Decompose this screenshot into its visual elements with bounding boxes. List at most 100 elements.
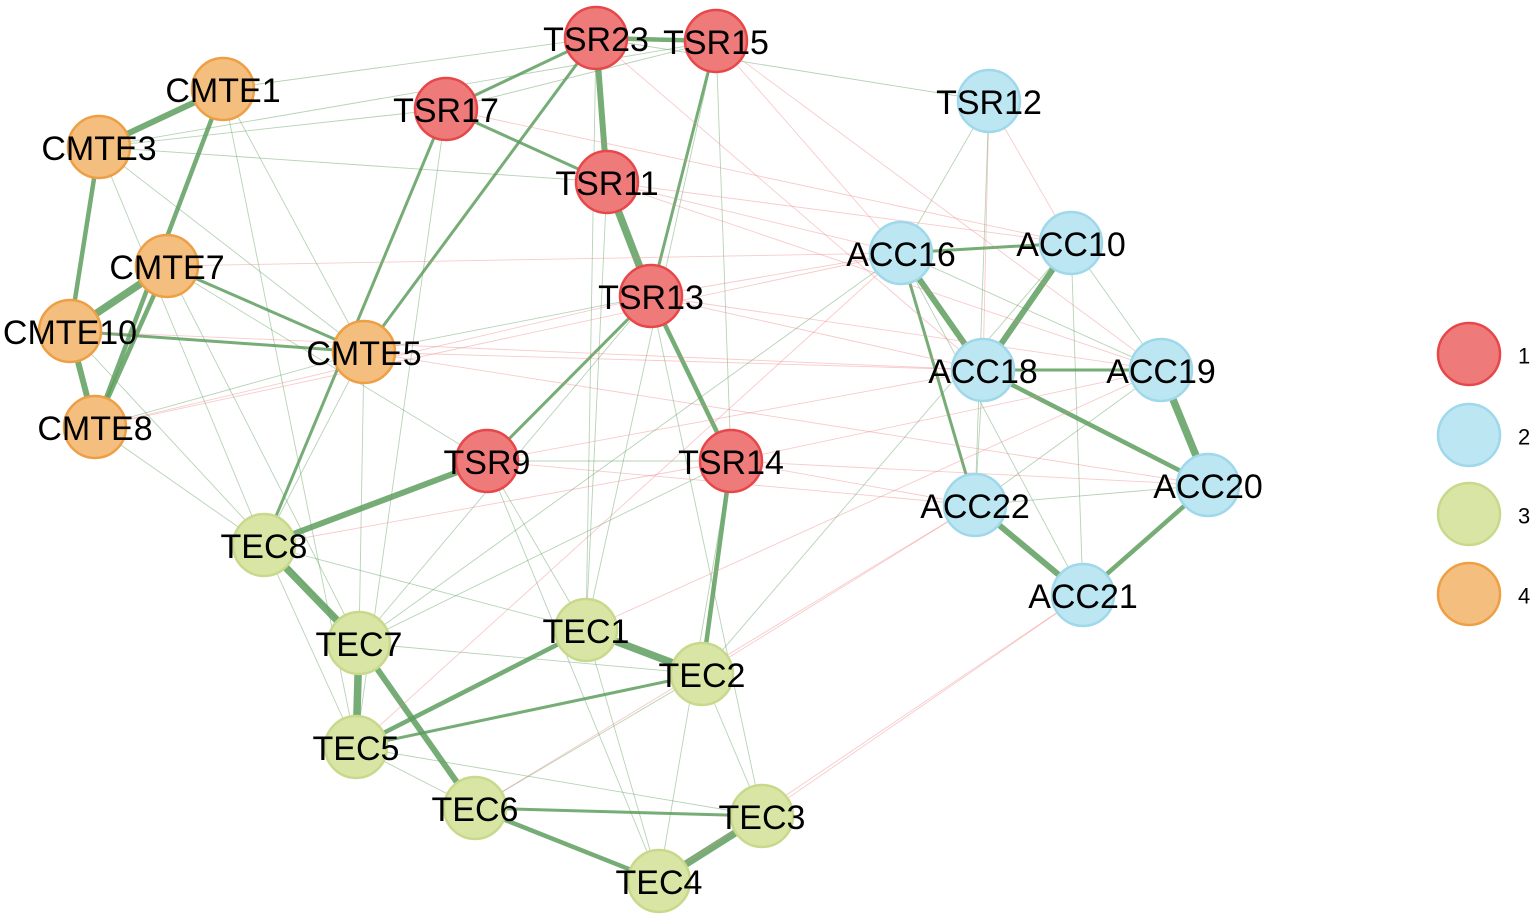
edge-tsr15-tsr14 — [715, 40, 732, 462]
edge-cmte8-tec8 — [94, 426, 265, 546]
edge-tsr17-cmte3 — [98, 108, 447, 148]
node-label: TEC4 — [616, 864, 703, 902]
edge-tsr13-acc19 — [650, 295, 1162, 371]
node-acc19: ACC19 — [1106, 337, 1216, 403]
node-circle — [62, 394, 128, 460]
node-cmte1: CMTE1 — [165, 56, 281, 122]
edge-tec5-tec3 — [355, 746, 763, 817]
edge-tsr9-tec1 — [486, 460, 587, 631]
node-circle — [413, 76, 479, 142]
node-cmte3: CMTE3 — [41, 114, 157, 180]
node-tec7: TEC7 — [316, 610, 402, 676]
node-label: ACC21 — [1028, 578, 1138, 616]
legend-label: 1 — [1518, 344, 1530, 369]
edge-tec2-acc22 — [701, 504, 976, 675]
legend-swatch — [1436, 402, 1502, 468]
node-tsr9: TSR9 — [444, 428, 530, 494]
node-circle — [1038, 210, 1104, 276]
node-circle — [698, 428, 764, 494]
node-label: ACC19 — [1106, 353, 1216, 391]
node-label: TSR14 — [678, 444, 784, 482]
edge-tsr23-cmte1 — [222, 37, 597, 90]
node-label: TSR23 — [543, 21, 649, 59]
node-circle — [1175, 452, 1241, 518]
node-label: CMTE10 — [3, 314, 137, 352]
edge-cmte8-acc16 — [94, 252, 902, 428]
edge-cmte10-tec7 — [69, 330, 360, 644]
legend-item-1: 1 — [1436, 321, 1530, 387]
edge-tec7-acc16 — [358, 252, 902, 644]
node-tec1: TEC1 — [543, 597, 629, 663]
edge-tsr15-acc16 — [715, 40, 902, 254]
node-label: TSR13 — [598, 279, 704, 317]
edge-cmte7-cmte5 — [165, 264, 366, 354]
node-label: CMTE5 — [306, 335, 421, 373]
legend-swatch — [1436, 481, 1502, 547]
node-tec2: TEC2 — [659, 641, 745, 707]
node-tec6: TEC6 — [432, 775, 518, 841]
edge-tec2-acc10 — [701, 242, 1072, 675]
edge-tsr11-acc10 — [606, 181, 1072, 244]
node-label: CMTE1 — [165, 72, 280, 110]
node-tsr12: TSR12 — [936, 68, 1042, 134]
node-circle — [553, 597, 619, 663]
edge-acc10-acc21 — [1070, 242, 1084, 596]
edge-acc16-acc21 — [900, 252, 1084, 596]
edge-tec7-tec2 — [358, 642, 703, 675]
node-label: CMTE3 — [41, 130, 156, 168]
edge-tec3-acc21 — [761, 594, 1084, 817]
node-tsr13: TSR13 — [598, 263, 704, 329]
node-circle — [331, 319, 397, 385]
node-circle — [574, 149, 640, 215]
edge-cmte10-cmte5 — [68, 329, 366, 354]
edge-cmte7-tsr9 — [166, 265, 488, 462]
edge-tec1-acc19 — [585, 369, 1162, 631]
node-tec4: TEC4 — [616, 848, 703, 914]
edge-tec1-tec4 — [585, 629, 660, 882]
node-tec8: TEC8 — [221, 512, 307, 578]
edge-tec2-tec6 — [474, 673, 703, 809]
node-circle — [626, 848, 692, 914]
node-label: CMTE8 — [37, 410, 152, 448]
edge-tsr13-tsr9 — [485, 294, 653, 463]
node-label: ACC22 — [920, 488, 1030, 526]
edge-tsr23-tec1 — [585, 37, 597, 631]
edge-cmte5-acc18 — [363, 351, 984, 371]
node-circle — [683, 8, 749, 74]
node-tsr14: TSR14 — [678, 428, 784, 494]
edge-cmte7-acc16 — [166, 252, 902, 267]
edge-tsr23-tsr12 — [595, 37, 990, 102]
edge-cmte7-tec7 — [166, 265, 360, 644]
node-circle — [442, 775, 508, 841]
node-cmte7: CMTE7 — [109, 233, 225, 299]
edge-cmte3-cmte5 — [98, 146, 365, 353]
node-label: TSR15 — [663, 24, 769, 62]
node-acc10: ACC10 — [1016, 210, 1126, 276]
edge-tsr12-acc22 — [974, 100, 990, 506]
node-acc16: ACC16 — [846, 220, 956, 286]
edge-tec7-tec6 — [356, 640, 478, 811]
node-tsr17: TSR17 — [393, 76, 499, 142]
edge-tec5-acc16 — [355, 252, 902, 748]
edge-tsr15-tsr17 — [445, 40, 717, 110]
edge-cmte10-acc18 — [69, 330, 984, 371]
node-label: TSR12 — [936, 84, 1042, 122]
node-circle — [231, 512, 297, 578]
edge-acc18-acc20 — [980, 367, 1211, 488]
node-label: CMTE7 — [109, 249, 224, 287]
edge-tsr12-acc18 — [982, 100, 990, 371]
edge-tsr11-acc16 — [606, 181, 902, 254]
node-tsr23: TSR23 — [543, 5, 649, 71]
node-circle — [618, 263, 684, 329]
edge-tsr14-acc22 — [730, 460, 976, 506]
edge-tsr11-tec1 — [585, 181, 608, 631]
edge-tec4-acc21 — [658, 594, 1084, 882]
node-tec5: TEC5 — [313, 714, 399, 780]
edge-tsr23-acc18 — [595, 37, 984, 371]
node-label: TEC3 — [719, 799, 806, 837]
edge-tec5-tec2 — [354, 672, 704, 749]
edge-tsr13-cmte5 — [363, 295, 652, 353]
node-circle — [190, 56, 256, 122]
